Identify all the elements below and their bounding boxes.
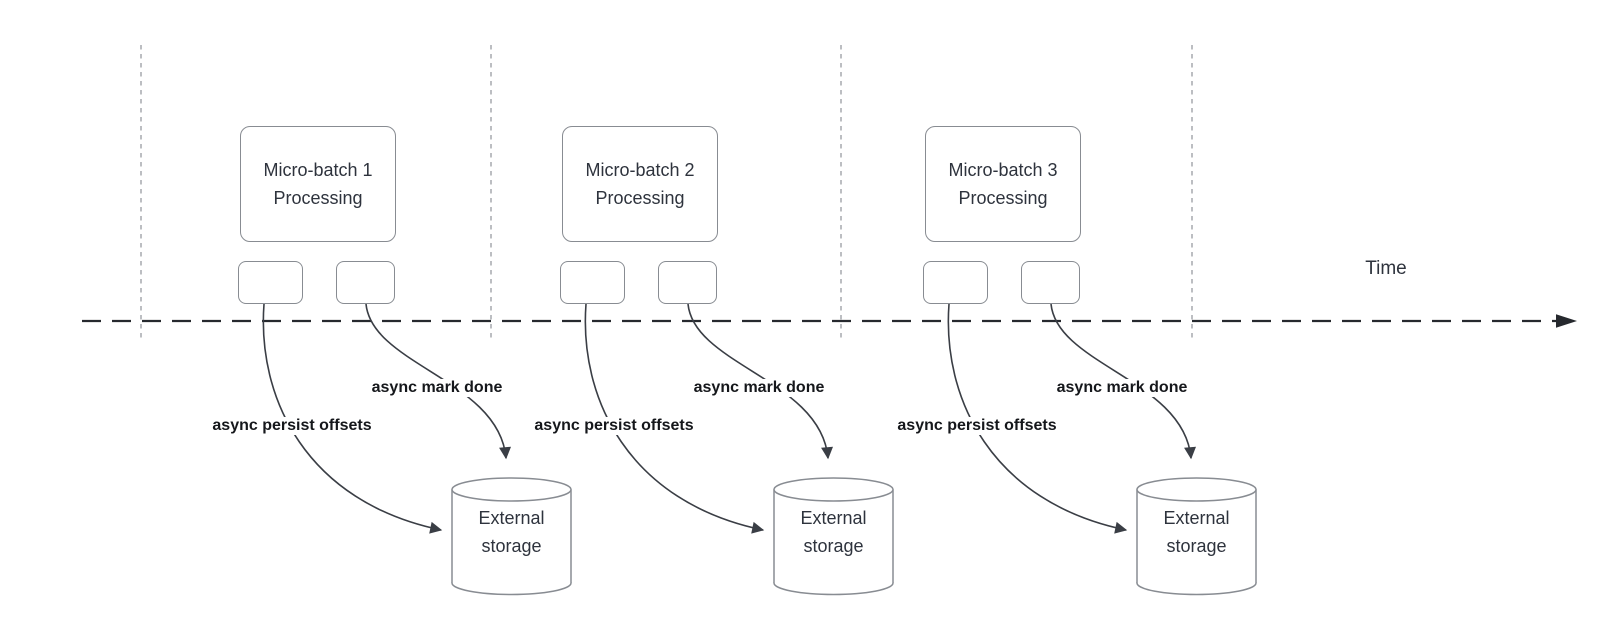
time-axis-label: Time [1365, 258, 1407, 279]
async-persist-offsets-label: async persist offsets [531, 417, 697, 435]
micro-batch-2-processing-box: Micro-batch 2 Processing [562, 126, 718, 242]
processing-box-label: Micro-batch 1 Processing [263, 160, 373, 208]
processing-box-label: Micro-batch 3 Processing [948, 160, 1058, 208]
async-mark-done-label: async mark done [1053, 379, 1191, 397]
processing-box-label: Micro-batch 2 Processing [585, 160, 695, 208]
mark-done-source-box [1021, 261, 1080, 304]
external-storage-cylinder [773, 477, 894, 596]
async-mark-done-label: async mark done [690, 379, 828, 397]
async-mark-done-arrow [1050, 303, 1196, 460]
persist-offsets-source-box [238, 261, 303, 304]
time-axis-arrowhead-icon [1556, 314, 1577, 328]
external-storage-label: External storage [478, 508, 545, 556]
async-mark-done-label: async mark done [368, 379, 506, 397]
async-persist-offsets-label: async persist offsets [894, 417, 1060, 435]
async-persist-offsets-arrow [584, 303, 765, 534]
micro-batch-1-processing-box: Micro-batch 1 Processing [240, 126, 396, 242]
external-storage-cylinder [451, 477, 572, 596]
async-mark-done-arrow [687, 303, 833, 460]
async-mark-done-arrow [365, 303, 511, 460]
async-persist-offsets-label: async persist offsets [209, 417, 375, 435]
mark-done-source-box [336, 261, 395, 304]
mark-done-source-box [658, 261, 717, 304]
external-storage-label: External storage [800, 508, 867, 556]
external-storage-label: External storage [1163, 508, 1230, 556]
async-persist-offsets-arrow [947, 303, 1128, 534]
external-storage-cylinder [1136, 477, 1257, 596]
persist-offsets-source-box [560, 261, 625, 304]
async-persist-offsets-arrow [262, 303, 443, 534]
micro-batch-3-processing-box: Micro-batch 3 Processing [925, 126, 1081, 242]
persist-offsets-source-box [923, 261, 988, 304]
